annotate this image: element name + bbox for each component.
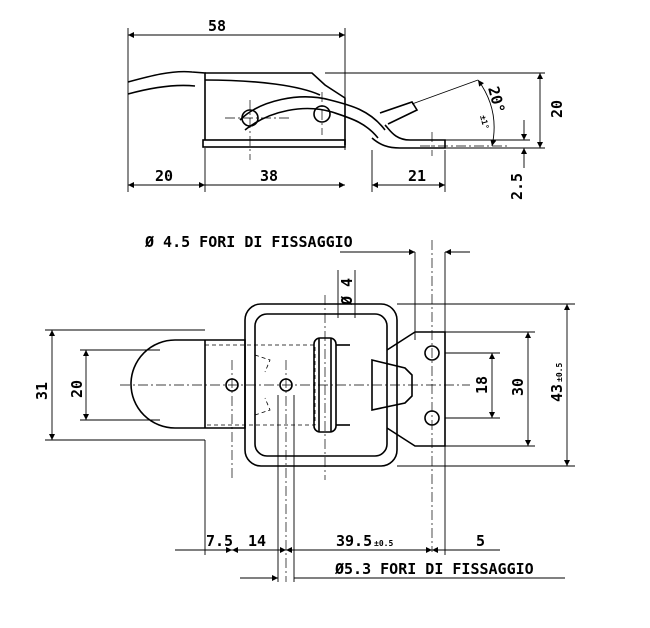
- body-outline: [205, 339, 246, 429]
- dim-14: 14: [248, 532, 266, 550]
- dim-39-5: 39.5: [336, 532, 372, 550]
- fixing-holes-note-top: Ø 4.5 FORI DI FISSAGGIO: [144, 233, 353, 251]
- latch-body-outline: [204, 72, 346, 145]
- dim-39-5-tolerance: ±0.5: [374, 539, 393, 548]
- angle-leg: [411, 79, 479, 105]
- dim-7-5: 7.5: [206, 532, 233, 550]
- dim-5: 5: [476, 532, 485, 550]
- dim-plate-height: 30: [509, 378, 527, 396]
- dim-hole-spacing: 18: [473, 376, 491, 394]
- dim-body-length: 38: [260, 167, 278, 185]
- dim-plate-thickness: 2.5: [508, 173, 526, 200]
- dim-angle: 20°: [484, 84, 508, 115]
- dim-inner-height: 20: [68, 380, 86, 398]
- dim-overall-length: 58: [208, 17, 226, 35]
- dim-outer-height: 31: [33, 382, 51, 400]
- lever-slot: [239, 96, 386, 139]
- base-plate: [202, 139, 346, 148]
- hook-arm: [379, 101, 419, 125]
- dim-angle-tolerance: ±1°: [478, 114, 490, 130]
- hook-tongue: [371, 358, 413, 411]
- latch-handle-outline: [127, 70, 206, 140]
- dim-plate-length: 21: [408, 167, 426, 185]
- hidden-detail: [254, 354, 271, 416]
- plan-view: Ø 4.5 FORI DI FISSAGGIO Ø5.3 FORI DI FIS…: [33, 233, 575, 582]
- hook-plate-outline: [386, 331, 446, 447]
- handle-outline: [130, 339, 205, 429]
- dim-left-offset: 20: [155, 167, 173, 185]
- dim-overall-height: 43: [548, 384, 566, 402]
- dim-height: 20: [548, 100, 566, 118]
- hook-plate: [371, 124, 446, 149]
- dim-overall-height-tolerance: ±0.5: [555, 363, 564, 382]
- fixing-hole-top: [424, 345, 440, 361]
- side-view: 58 20 38 21 20 2.5 20° ±1°: [127, 17, 566, 200]
- fixing-holes-note-bottom: Ø5.3 FORI DI FISSAGGIO: [334, 560, 534, 578]
- angle-arc: [477, 79, 497, 147]
- dim-pin-diameter: Ø 4: [338, 278, 356, 306]
